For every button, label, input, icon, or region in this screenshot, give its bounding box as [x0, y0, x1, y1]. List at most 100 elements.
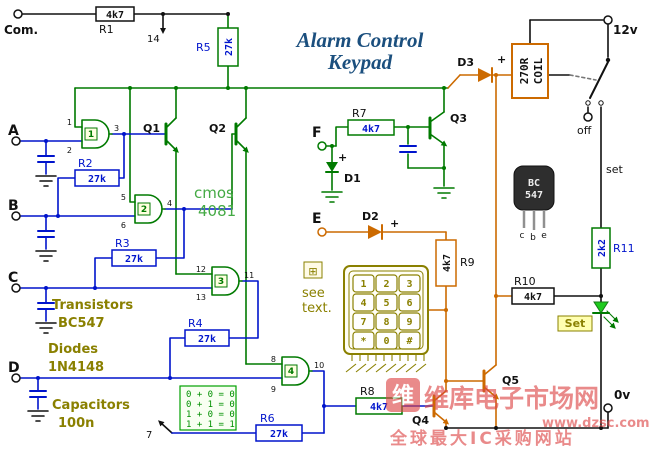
note-caps-line1: Capacitors: [52, 398, 130, 413]
input-d-label: D: [8, 360, 20, 376]
truth-row-3: 1 + 0 = 0: [186, 410, 235, 420]
truth-row-2: 0 + 1 = 0: [186, 400, 235, 410]
truth-row-4: 1 + 1 = 1: [186, 420, 235, 430]
keypad-connector-hatch: [345, 354, 427, 373]
diode-d1-plus: +: [338, 151, 347, 164]
note-cmos-line1: cmos: [194, 184, 234, 202]
note-transistors-line1: Transistors: [52, 298, 133, 313]
relay-coil-word: COIL: [532, 57, 545, 84]
resistor-r5-value: 27k: [224, 38, 235, 56]
gate-1-number: 1: [88, 130, 94, 140]
resistor-r4-value: 27k: [198, 334, 216, 345]
resistor-r6-value: 27k: [270, 429, 288, 440]
resistor-r9-ref: R9: [460, 256, 475, 269]
diode-d3-label: D3: [457, 56, 474, 69]
resistor-r11-ref: R11: [613, 242, 635, 255]
note-diodes-line2: 1N4148: [48, 360, 104, 375]
gate-2: 2 5 6 4: [121, 193, 172, 230]
see-text-icon: ⊞: [308, 265, 317, 278]
keypad-key-5: 5: [383, 298, 389, 309]
diode-d1: D1 +: [325, 151, 361, 191]
keypad-key-4: 4: [360, 298, 366, 309]
resistor-r10: 4k7 R10: [511, 275, 555, 305]
keypad-key-hash: #: [406, 336, 412, 347]
resistor-r4: 27k R4: [184, 317, 230, 347]
terminals: [11, 9, 613, 413]
bc547-package: BC 547 c b e: [513, 165, 555, 243]
resistor-r7-ref: R7: [352, 107, 367, 120]
resistor-r3: 27k R3: [111, 237, 157, 267]
resistor-r11: 2k2 R11: [591, 227, 635, 269]
transistor-q3: Q3: [428, 112, 467, 140]
resistor-r3-ref: R3: [115, 237, 130, 250]
resistor-r6: 27k R6: [255, 412, 303, 442]
wires-orange: [325, 74, 513, 429]
terminal-com: [13, 9, 23, 19]
title-line-2: Keypad: [327, 50, 393, 74]
terminal-f: [317, 141, 327, 151]
terminal-b: [11, 211, 21, 221]
terminal-0v: [603, 403, 613, 413]
note-transistors-line2: BC547: [58, 316, 105, 331]
resistor-r4-ref: R4: [188, 317, 203, 330]
relay-switch: [583, 57, 611, 122]
gate-4: 4 8 9 10: [271, 355, 324, 394]
input-e-label: E: [312, 211, 322, 227]
terminal-12v-label: 12v: [613, 23, 638, 37]
keypad-key-star: *: [360, 336, 366, 347]
transistor-q2: Q2: [209, 122, 238, 146]
gate-4-pin-top: 8: [271, 355, 276, 364]
keypad-key-0: 0: [383, 336, 389, 347]
gate-2-pin-out: 4: [167, 199, 172, 208]
ground-symbols: [27, 175, 455, 422]
gate-3: 3 12 13 11: [196, 265, 254, 302]
ic-pin14-label: 14: [147, 34, 160, 45]
keypad-key-3: 3: [406, 279, 412, 290]
diode-d2: D2 +: [362, 210, 399, 240]
resistor-r9: 4k7 R9: [435, 239, 475, 287]
resistor-r5-ref: R5: [196, 41, 211, 54]
bc547-package-line2: 547: [525, 190, 543, 201]
terminal-0v-label: 0v: [614, 388, 630, 402]
resistor-r9-value: 4k7: [442, 254, 453, 272]
resistor-r6-ref: R6: [260, 412, 275, 425]
resistor-r2-value: 27k: [88, 174, 106, 185]
see-text-note: ⊞ see text.: [302, 261, 332, 316]
ic-pin7-label: 7: [146, 430, 152, 441]
led-set-indicator: [592, 301, 610, 314]
bc547-pin-e: e: [541, 231, 547, 241]
gate-1-pin-bot: 2: [67, 146, 72, 155]
gate-2-number: 2: [141, 205, 147, 215]
resistor-r3-value: 27k: [125, 254, 143, 265]
junction-dots: [36, 12, 603, 430]
diode-d1-label: D1: [344, 172, 361, 185]
gate-3-number: 3: [218, 277, 224, 287]
and-truth-table: 0 + 0 = 0 0 + 1 = 0 1 + 0 = 0 1 + 1 = 1: [179, 385, 237, 431]
note-caps-line2: 100n: [58, 416, 94, 431]
keypad-key-2: 2: [383, 279, 389, 290]
truth-row-1: 0 + 0 = 0: [186, 390, 235, 400]
diode-d2-label: D2: [362, 210, 379, 223]
keypad-key-7: 7: [360, 317, 366, 328]
transistor-q5: Q5: [482, 369, 519, 393]
terminal-a: [11, 136, 21, 146]
resistor-r1-ref: R1: [99, 23, 114, 36]
note-cmos-line2: 4081: [198, 202, 236, 220]
terminal-c: [11, 283, 21, 293]
wires-blue: [19, 133, 435, 434]
transistor-q5-label: Q5: [502, 374, 519, 387]
gate-3-pin-out: 11: [244, 271, 254, 280]
switch-set-label: set: [606, 163, 623, 176]
gate-1-pin-out: 3: [114, 124, 119, 133]
transistor-q4: Q4: [412, 394, 436, 427]
keypad-key-1: 1: [360, 279, 366, 290]
keypad-key-6: 6: [406, 298, 412, 309]
watermark-url: www.dzsc.com: [542, 416, 650, 431]
watermark-logo-box: [386, 378, 420, 412]
terminal-d: [11, 373, 21, 383]
terminal-e: [317, 227, 327, 237]
gate-4-number: 4: [288, 367, 294, 377]
keypad-key-9: 9: [406, 317, 412, 328]
wires-green: [74, 13, 619, 365]
